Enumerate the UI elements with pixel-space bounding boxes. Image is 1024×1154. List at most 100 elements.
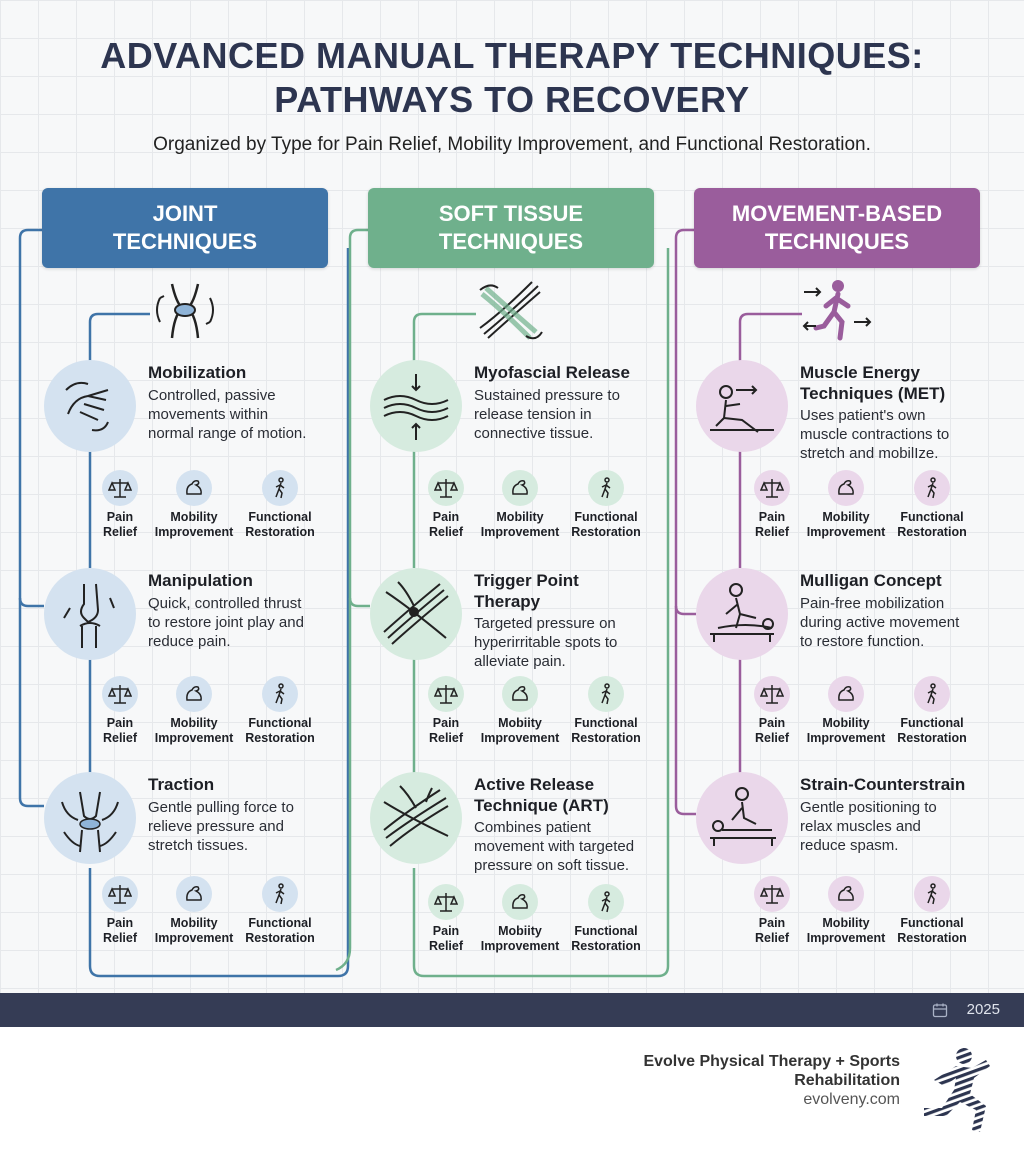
column-soft-tissue-techniques: SOFT TISSUE TECHNIQUES Myofascial Releas… [335,188,676,988]
year-label: 2025 [966,1001,1000,1018]
technique-name: Mulligan Concept [800,571,942,590]
hands-mobilization-icon [44,360,136,452]
knee-joint-arrows-icon [156,283,214,339]
scale-icon [102,470,138,506]
technique-name: Traction [148,775,215,794]
technique-description: Sustained pressure to release tension in… [474,387,620,442]
footer-bar: 2025 [0,993,1024,1027]
flexed-arm-icon [502,470,538,506]
technique-description: Gentle positioning to relax muscles and … [800,799,937,854]
strain-counterstrain-icon [696,772,788,864]
technique-description: Combines patient movement with targeted … [474,819,635,874]
technique-strain-counterstrain: Strain-Counterstrain Gentle positioning … [696,772,996,962]
flexed-arm-icon [502,884,538,920]
walking-person-icon [262,470,298,506]
scale-icon [428,470,464,506]
header-line-1: JOINT [152,201,218,226]
column-connectors [674,228,802,816]
scale-icon [102,676,138,712]
knee-joint-icon [44,568,136,660]
walking-person-icon [914,676,950,712]
muscle-fibers-hands-icon [479,281,543,340]
title-line-1: ADVANCED MANUAL THERAPY TECHNIQUES: [100,35,924,76]
column-movement-based-techniques: MOVEMENT-BASED TECHNIQUES Muscle Energy … [672,188,1002,988]
technique-name: Strain-Counterstrain [800,775,966,794]
joint-techniques-header: JOINT TECHNIQUES [42,188,328,268]
technique-mulligan-concept: Mulligan Concept Pain-free mobilization … [696,568,996,758]
technique-name: Trigger Point Therapy [474,571,579,611]
brand-name: Evolve Physical Therapy + Sports Rehabil… [643,1053,900,1089]
trigger-point-icon [370,568,462,660]
scale-icon [428,676,464,712]
technique-myofascial-release: Myofascial Release Sustained pressure to… [370,360,670,550]
calendar-icon [932,1003,948,1018]
header-line-2: TECHNIQUES [112,229,258,254]
header-line-1: SOFT TISSUE [438,201,584,226]
technique-muscle-energy: Muscle Energy Techniques (MET) Uses pati… [696,360,996,550]
walking-person-icon [588,884,624,920]
technique-traction: Traction Gentle pulling force to relieve… [44,772,344,962]
brand-url[interactable]: evolveny.com [803,1091,900,1108]
technique-name: Muscle Energy Techniques (MET) [800,363,946,403]
header-line-1: MOVEMENT-BASED [731,201,943,226]
walking-person-icon [262,676,298,712]
column-joint-techniques: JOINT TECHNIQUES Mobilization Controlled… [18,188,350,988]
walking-person-icon [262,876,298,912]
scale-icon [754,470,790,506]
scale-icon [102,876,138,912]
technique-description: Pain-free mobilization during active mov… [800,595,960,650]
title-line-2: PATHWAYS TO RECOVERY [274,79,750,120]
technique-active-release: Active Release Technique (ART) Combines … [370,772,670,962]
active-release-icon [370,772,462,864]
hands-traction-icon [44,772,136,864]
soft-tissue-techniques-header: SOFT TISSUE TECHNIQUES [368,188,654,268]
technique-name: Myofascial Release [474,363,630,382]
flexed-arm-icon [828,470,864,506]
walking-figure-arrows-icon [802,280,872,341]
technique-description: Controlled, passive movements within nor… [148,387,307,442]
fascia-icon [370,360,462,452]
header-line-2: TECHNIQUES [764,229,910,254]
flexed-arm-icon [502,676,538,712]
walking-person-icon [914,470,950,506]
muscle-energy-icon [696,360,788,452]
flexed-arm-icon [176,876,212,912]
running-figure-logo-icon [924,1048,990,1132]
flexed-arm-icon [176,470,212,506]
technique-trigger-point-therapy: Trigger Point Therapy Targeted pressure … [370,568,670,758]
technique-description: Gentle pulling force to relieve pressure… [148,799,294,854]
technique-description: Uses patient's own muscle contractions t… [800,407,950,462]
scale-icon [754,876,790,912]
technique-mobilization: Mobilization Controlled, passive movemen… [44,360,344,550]
technique-manipulation: Manipulation Quick, controlled thrust to… [44,568,344,758]
technique-name: Mobilization [148,363,247,382]
